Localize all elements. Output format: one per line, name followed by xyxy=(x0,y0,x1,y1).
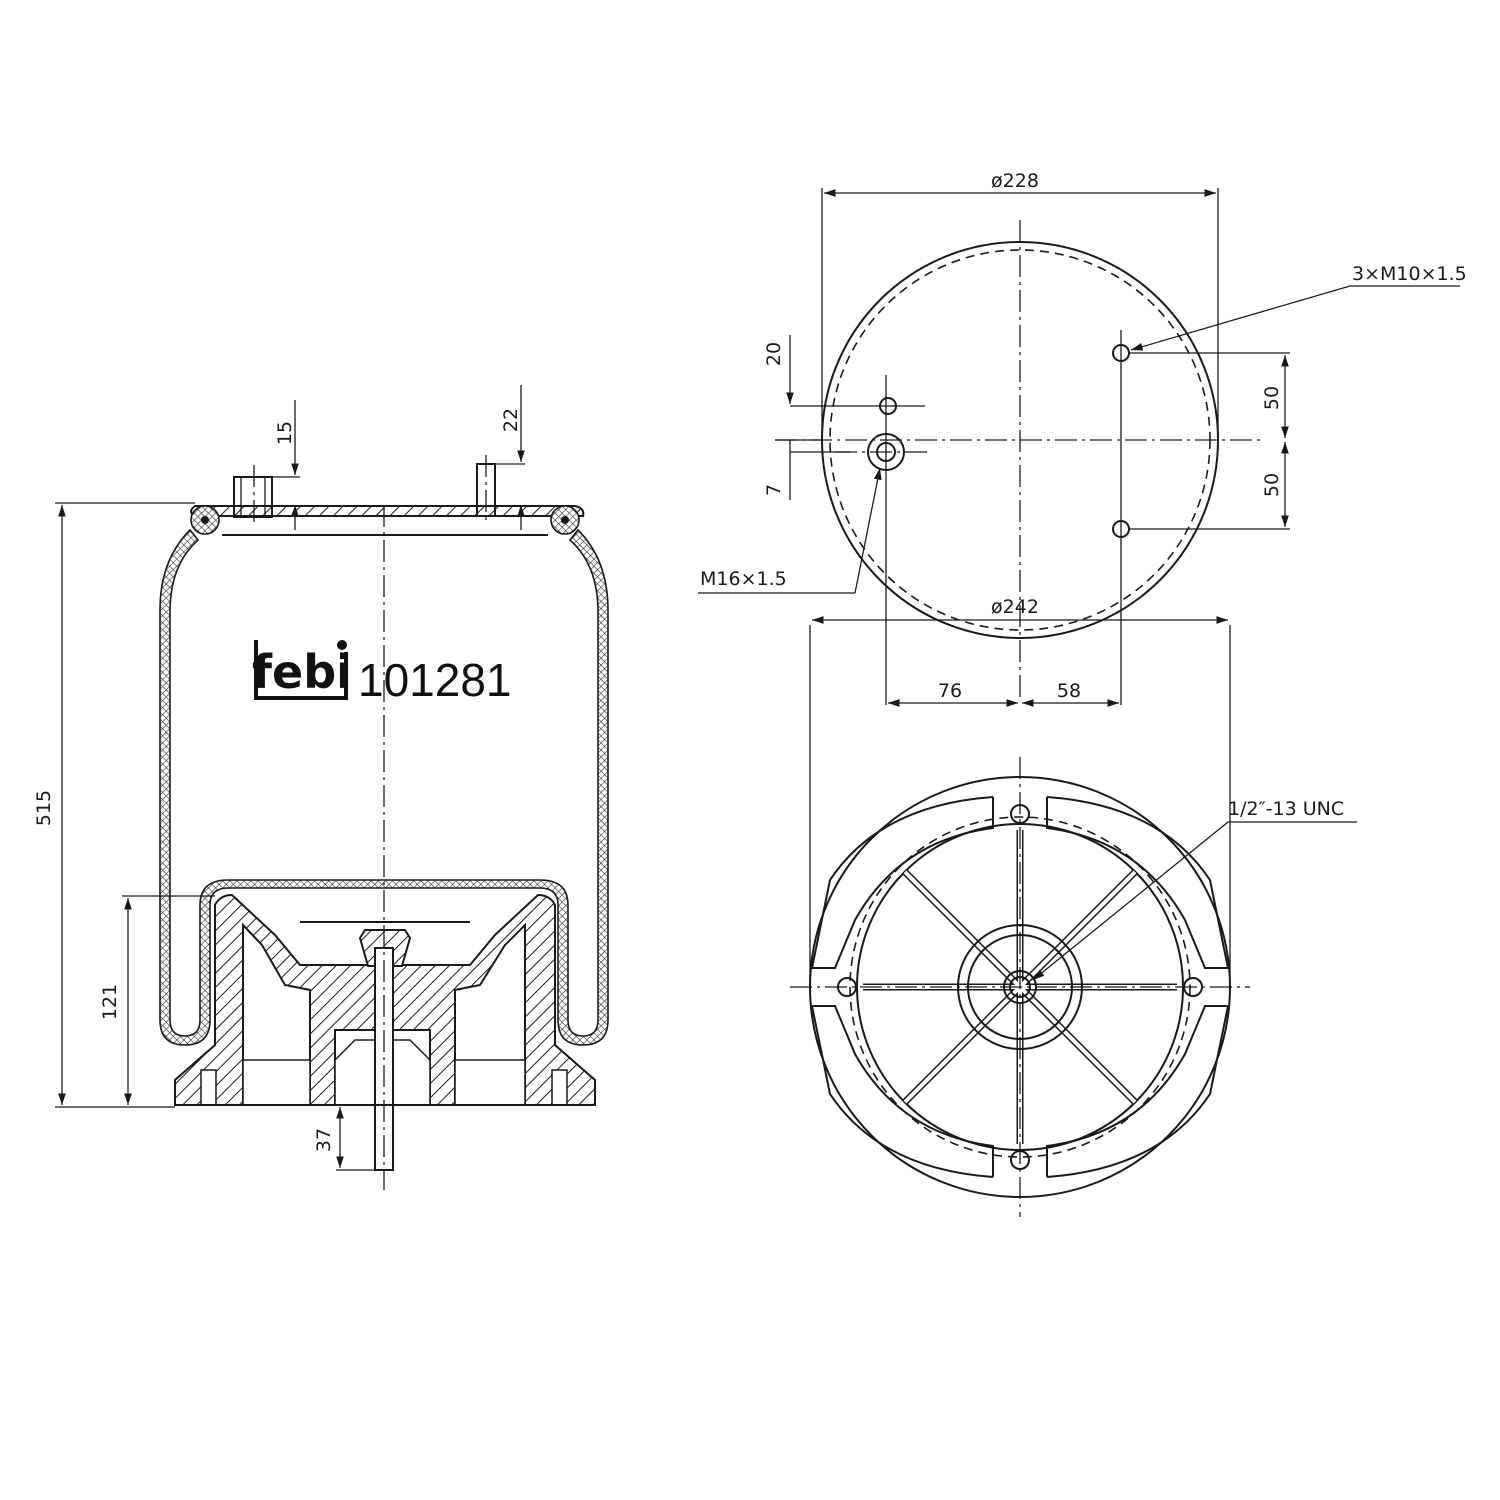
dim-diameter-242: ø242 xyxy=(991,596,1039,618)
svg-text:febi: febi xyxy=(252,645,352,699)
febi-logo: febi xyxy=(252,640,352,700)
air-bellows xyxy=(159,528,609,1046)
dim-37: 37 xyxy=(313,1128,335,1152)
dim-20: 20 xyxy=(763,342,785,366)
callout-air-port: M16×1.5 xyxy=(700,568,787,590)
dim-15: 15 xyxy=(274,421,296,445)
dim-121: 121 xyxy=(99,984,121,1020)
dim-22: 22 xyxy=(500,408,522,432)
callout-center-thread: 1/2″-13 UNC xyxy=(1228,798,1344,820)
dim-515: 515 xyxy=(33,790,55,826)
dim-7: 7 xyxy=(763,484,785,496)
air-fitting xyxy=(233,476,273,518)
dim-50-lower: 50 xyxy=(1261,473,1283,497)
dim-50-upper: 50 xyxy=(1261,386,1283,410)
dim-58: 58 xyxy=(1057,680,1081,702)
side-view: 515 121 37 15 22 febi 101281 xyxy=(33,385,609,1190)
top-view: ø228 20 7 50 50 76 58 3×M10×1.5 M16×1.5 xyxy=(698,170,1467,707)
bottom-view: ø242 1/2″-13 UNC xyxy=(790,596,1357,1217)
dim-76: 76 xyxy=(938,680,962,702)
dim-diameter-228: ø228 xyxy=(991,170,1039,192)
callout-studs: 3×M10×1.5 xyxy=(1352,263,1467,285)
part-number: 101281 xyxy=(358,654,512,706)
top-plate xyxy=(190,505,585,517)
